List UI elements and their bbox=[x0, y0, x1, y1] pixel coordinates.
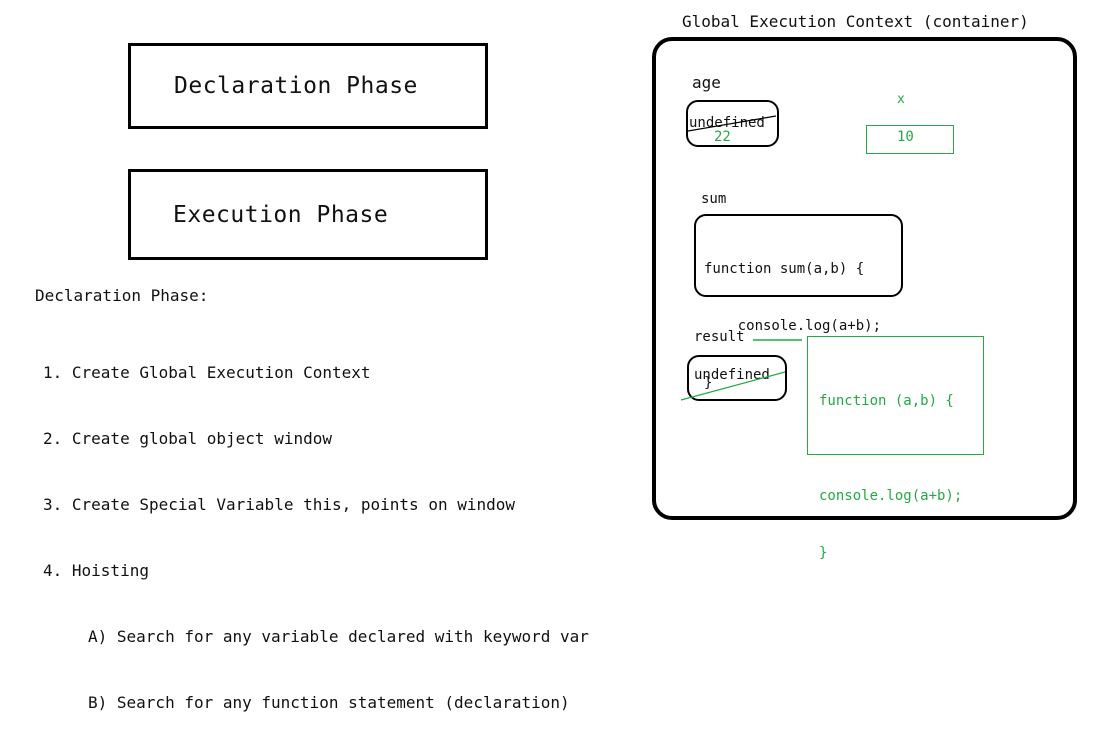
global-execution-context-box bbox=[652, 37, 1077, 520]
execution-phase-label: Execution Phase bbox=[173, 201, 389, 228]
code-line: function sum(a,b) { bbox=[704, 261, 865, 277]
execution-phase-box: Execution Phase bbox=[128, 169, 488, 260]
declaration-phase-label: Declaration Phase bbox=[174, 73, 418, 99]
result-old-value: undefined bbox=[694, 367, 770, 383]
age-new-value: 22 bbox=[714, 129, 731, 145]
notes-item: 4. Hoisting bbox=[43, 561, 149, 580]
code-line: console.log(a+b); bbox=[819, 488, 963, 504]
code-line: } bbox=[819, 545, 828, 561]
result-function-box bbox=[807, 336, 984, 455]
notes-title: Declaration Phase: bbox=[35, 286, 209, 305]
sum-label: sum bbox=[701, 191, 727, 207]
notes-item: 2. Create global object window bbox=[43, 429, 332, 448]
x-label: x bbox=[897, 92, 905, 107]
notes-list: 1. Create Global Execution Context 2. Cr… bbox=[43, 318, 589, 736]
result-label: result bbox=[694, 329, 745, 345]
code-line: function (a,b) { bbox=[819, 393, 954, 409]
context-title: Global Execution Context (container) bbox=[682, 12, 1029, 31]
age-label: age bbox=[692, 73, 721, 92]
notes-item: 1. Create Global Execution Context bbox=[43, 363, 371, 382]
declaration-phase-box: Declaration Phase bbox=[128, 43, 488, 129]
notes-item: 3. Create Special Variable this, points … bbox=[43, 495, 516, 514]
age-value-box bbox=[686, 100, 779, 147]
hoisting-sub-item: A) Search for any variable declared with… bbox=[88, 627, 589, 646]
sum-value-box bbox=[694, 214, 903, 297]
code-line: console.log(a+b); bbox=[704, 318, 882, 334]
x-value: 10 bbox=[897, 129, 914, 145]
x-value-box bbox=[866, 125, 954, 154]
hoisting-sub-item: B) Search for any function statement (de… bbox=[88, 693, 570, 712]
result-function-code: function (a,b) { console.log(a+b); } bbox=[819, 354, 962, 582]
